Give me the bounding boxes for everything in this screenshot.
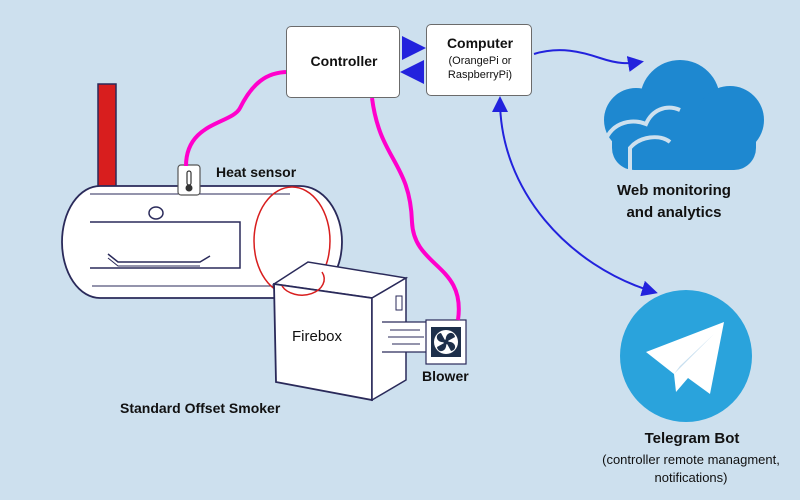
thermometer-icon	[177, 164, 201, 196]
telegram-bot-line-1: (controller remote managment,	[602, 452, 780, 467]
fan-icon	[431, 327, 461, 357]
computer-box: Computer (OrangePi or RaspberryPi)	[426, 24, 532, 96]
link-computer-telegram	[492, 96, 658, 297]
chimney	[97, 83, 117, 189]
telegram-logo-icon	[620, 290, 752, 422]
blower-label: Blower	[422, 368, 469, 384]
computer-title: Computer	[446, 35, 514, 51]
wire-controller-blower	[370, 97, 461, 321]
smoker-label: Standard Offset Smoker	[120, 400, 281, 416]
air-flow	[382, 321, 437, 353]
controller-label: Controller	[310, 53, 378, 69]
telegram-bot-line-2: notifications)	[654, 470, 728, 485]
heat-sensor-label: Heat sensor	[216, 164, 297, 180]
web-monitoring-label-2: and analytics	[626, 204, 722, 221]
computer-subtitle-1: (OrangePi or	[448, 55, 512, 67]
controller-box: Controller	[286, 26, 400, 98]
cloud-icon	[602, 60, 764, 170]
computer-subtitle-2: RaspberryPi)	[447, 69, 513, 81]
telegram-bot-title: Telegram Bot	[644, 430, 740, 447]
firebox-label: Firebox	[292, 328, 343, 345]
web-monitoring-label-1: Web monitoring	[617, 182, 731, 199]
wire-sensor-controller	[184, 70, 289, 167]
link-computer-web	[533, 49, 644, 72]
firebox-box	[271, 261, 409, 402]
